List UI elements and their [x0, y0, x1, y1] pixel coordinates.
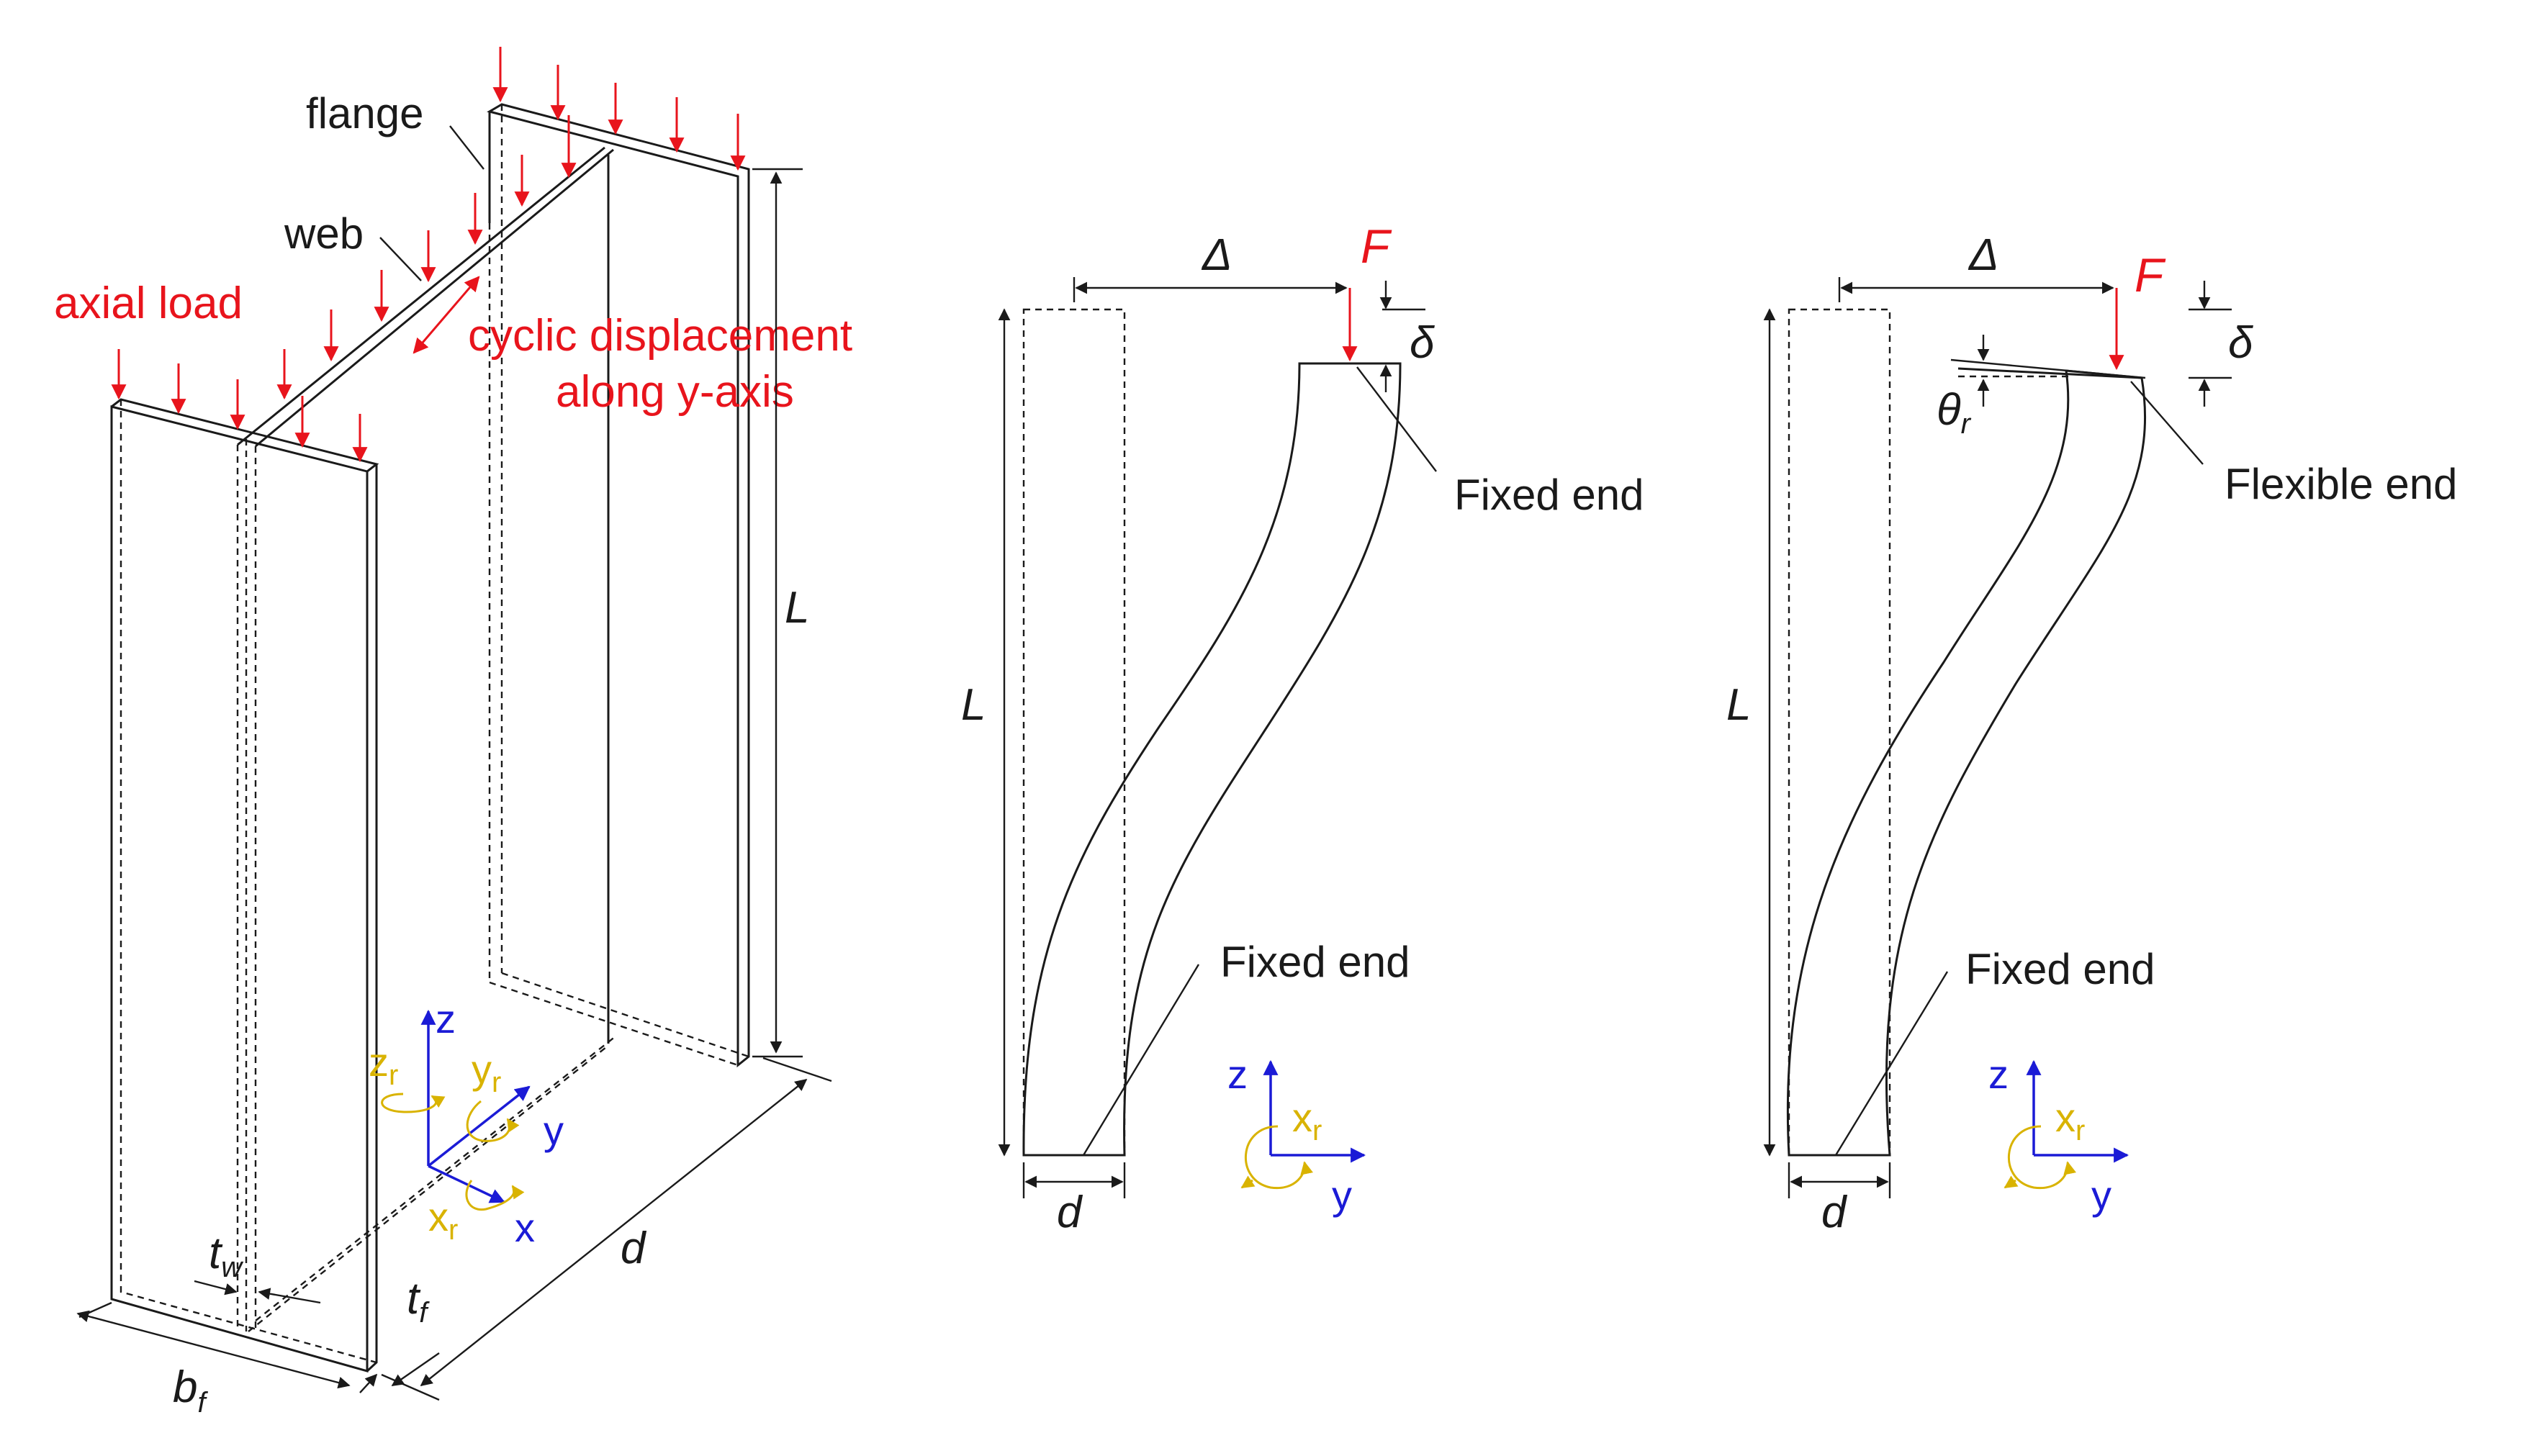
y-axis-label: y	[544, 1108, 564, 1153]
fixed-length-label: L	[961, 680, 986, 730]
z-axis-label: z	[436, 996, 456, 1041]
front-flange	[110, 398, 379, 1373]
deformed-column	[1022, 362, 1402, 1157]
cyclic-displacement-label-1: cyclic displacement	[468, 311, 852, 361]
length-dimension: L	[752, 168, 809, 1058]
flange-label: flange	[306, 89, 423, 137]
back-flange	[487, 103, 750, 1068]
coordinate-axes: z y x zr yr xr	[369, 996, 564, 1250]
fixed-coordinate-axes: z y xr	[1227, 1052, 1366, 1218]
flange-leader	[449, 125, 484, 170]
fixed-z-axis-label: z	[1227, 1052, 1248, 1097]
isometric-view: flange web axial load cyclic displacemen…	[54, 47, 852, 1419]
flexible-force-label: F	[2135, 248, 2166, 302]
flexible-x-rotation-label: xr	[2055, 1095, 2085, 1147]
fixed-x-rotation-label: xr	[1292, 1095, 1322, 1147]
flexible-rotation-label: θr	[1937, 385, 1972, 440]
fixed-y-axis-label: y	[1332, 1172, 1352, 1218]
flexible-deformed-column	[1786, 369, 2147, 1157]
fixed-delta-big-label: Δ	[1201, 230, 1232, 280]
depth-label: d	[621, 1224, 647, 1273]
flexible-delta-small-label: δ	[2228, 318, 2253, 368]
flexible-z-axis-label: z	[1988, 1052, 2009, 1097]
web-label: web	[284, 209, 364, 258]
flexible-top-end-label: Flexible end	[2225, 460, 2458, 508]
flexible-length-label: L	[1726, 680, 1751, 730]
flexible-depth-label: d	[1821, 1188, 1848, 1237]
flexible-end-case: L d Δ F δ θr Flexible end Fixed end	[1726, 230, 2458, 1237]
flexible-delta-big-label: Δ	[1968, 230, 1999, 280]
cyclic-displacement-label-2: along y-axis	[556, 367, 794, 417]
flange-width-dimension: bf	[76, 1301, 351, 1419]
axial-load-arrows	[111, 47, 746, 463]
y-rotation-label: yr	[472, 1046, 501, 1098]
fixed-delta-small-label: δ	[1410, 318, 1435, 368]
flange-thickness-label: tf	[407, 1274, 430, 1329]
fixed-force-label: F	[1361, 220, 1392, 273]
axial-load-label: axial load	[54, 279, 243, 328]
web-thickness-label: tw	[209, 1229, 244, 1283]
fixed-top-end-label: Fixed end	[1454, 471, 1644, 519]
flexible-bottom-end-label: Fixed end	[1965, 945, 2155, 993]
fixed-depth-label: d	[1057, 1188, 1083, 1237]
web-leader	[379, 237, 422, 281]
length-label: L	[785, 583, 809, 633]
flange-width-label: bf	[173, 1362, 208, 1419]
flexible-coordinate-axes: z y xr	[1988, 1052, 2129, 1218]
depth-dimension: d	[381, 1057, 832, 1401]
z-rotation-label: zr	[369, 1039, 398, 1091]
x-rotation-label: xr	[428, 1194, 458, 1246]
flexible-undeformed-outline	[1788, 308, 1891, 1157]
web-thickness-dimension: tw	[194, 1229, 321, 1304]
fixed-bottom-end-label: Fixed end	[1220, 938, 1410, 986]
fixed-end-case: L d Δ F δ Fixed end Fixed end z y	[961, 220, 1644, 1237]
undeformed-outline	[1022, 308, 1126, 1157]
flange-thickness-dimension: tf	[359, 1274, 440, 1393]
x-axis-label: x	[515, 1205, 535, 1250]
cyclic-displacement-arrow	[413, 276, 480, 354]
flexible-y-axis-label: y	[2091, 1172, 2111, 1218]
